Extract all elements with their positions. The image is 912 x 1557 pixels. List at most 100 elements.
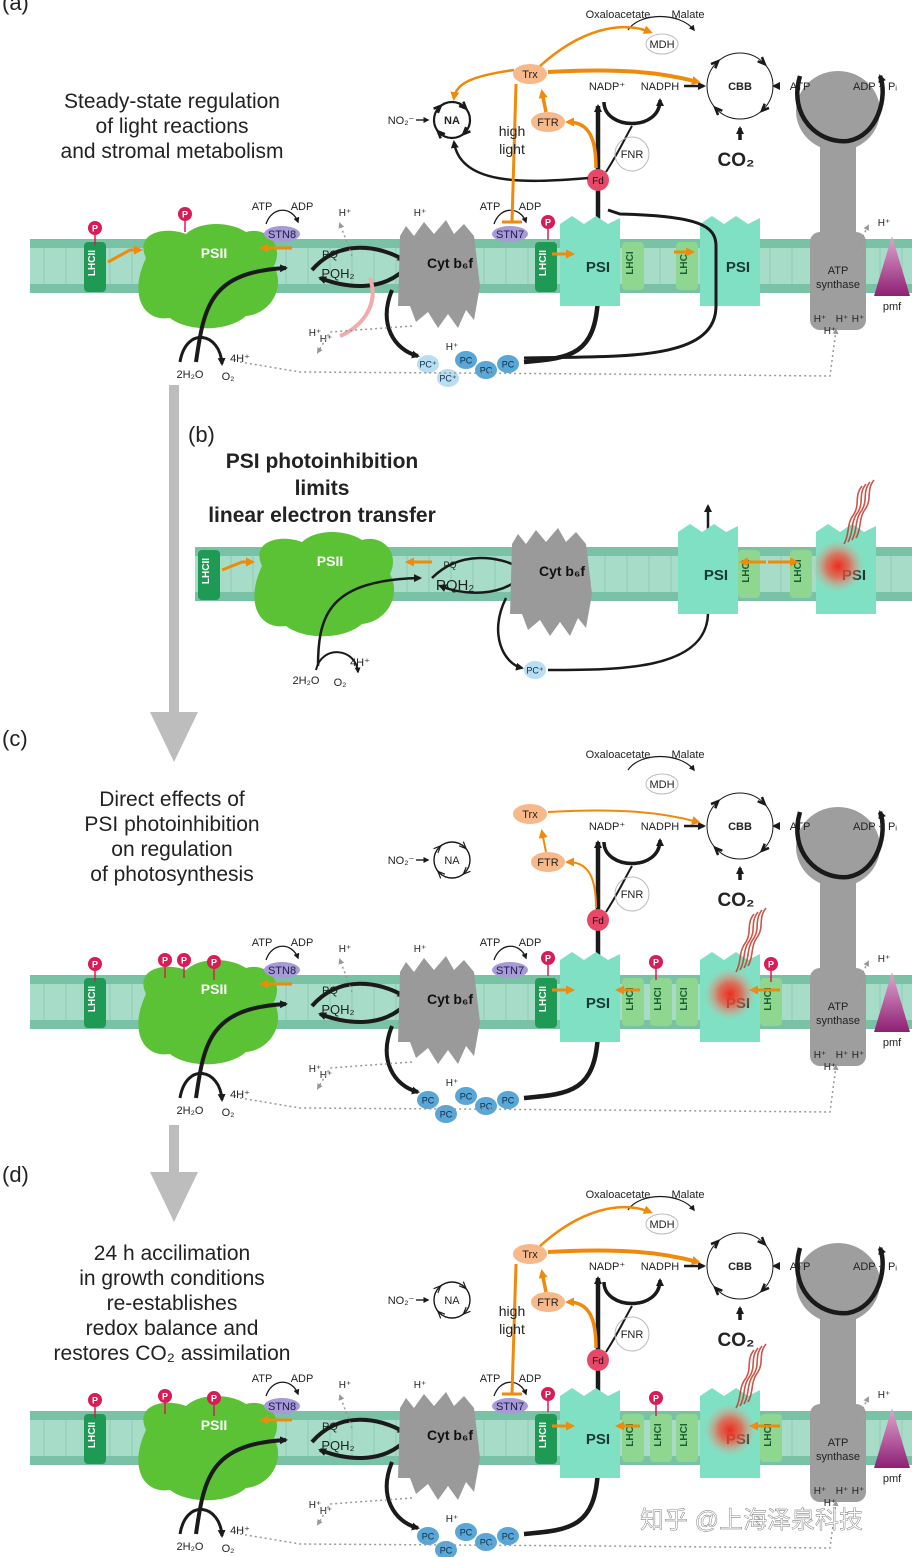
cyt-b6f-complex: [398, 220, 480, 328]
ftr-to-trx-arrow: [538, 89, 548, 113]
fnr-enzyme: [614, 876, 650, 912]
panel-title-line: re-establishes: [107, 1292, 238, 1315]
psii-to-pq-arrow: [194, 1000, 288, 1099]
cyt-b6f-label: Cyt b₆f: [427, 991, 473, 1007]
proton-label: H⁺: [852, 1050, 865, 1061]
atp-synthase-label: ATP: [828, 265, 849, 277]
cbb-cycle-arrowhead: [757, 1236, 767, 1247]
phosphate-marker: [649, 1391, 663, 1405]
pc-label: PC: [502, 360, 515, 370]
phosphate-label: P: [211, 1394, 217, 1404]
mdh-enzyme: [645, 33, 679, 55]
lhcii-complex: [84, 978, 106, 1028]
proton-label: H⁺: [878, 1390, 891, 1401]
phosphate-label: P: [545, 954, 551, 964]
pqh2-label: PQH₂: [321, 1438, 354, 1453]
fd-to-fnr: [605, 865, 633, 913]
proton-pathway: [239, 1500, 839, 1549]
psii-label: PSII: [201, 245, 227, 261]
phosphate-marker: [88, 221, 102, 235]
cyt-b6f-label: Cyt b₆f: [539, 563, 585, 579]
cyt-to-pc-arrow: [384, 1025, 420, 1095]
phosphate-marker: [207, 1391, 221, 1405]
cbb-cycle-arrowhead: [757, 56, 767, 67]
photodamage-spot: [704, 1404, 756, 1456]
psi-label: PSI: [586, 259, 610, 276]
ftr-enzyme: [531, 112, 565, 132]
pc-label: PC: [460, 1092, 473, 1102]
lhci-label: LHCI: [679, 1423, 690, 1447]
ferredoxin: [587, 1349, 609, 1371]
phosphate-label: P: [653, 1394, 659, 1404]
cbb-cycle-arrowhead: [710, 1239, 721, 1249]
panel-title-line: limits: [295, 477, 350, 500]
fnr-enzyme: [614, 136, 650, 172]
na-cycle-arrowhead: [458, 841, 468, 850]
nadp-label: NADP⁺: [589, 1261, 626, 1273]
mdh-arc: [627, 1195, 695, 1212]
kinase-arc: [265, 209, 300, 225]
water-label: 2H₂O: [177, 369, 204, 381]
plastocyanin: [475, 1097, 497, 1115]
panel-label: (d): [2, 1162, 29, 1187]
water-splitting-arrow: [178, 335, 226, 366]
cyclic-electron-path: [523, 208, 718, 360]
cbb-cycle-arrowhead: [713, 105, 723, 116]
light-wave: [739, 911, 759, 971]
mdh-arc: [627, 755, 695, 772]
lhci-label: LHCI: [793, 559, 804, 583]
fd-to-ftr-arrow: [565, 857, 597, 909]
adp-pi-label: ADP + Pᵢ: [853, 81, 897, 93]
atp-label: ATP: [480, 937, 501, 949]
phosphate-label: P: [545, 1390, 551, 1400]
ferredoxin: [587, 909, 609, 931]
lhci-label: LHCI: [625, 251, 636, 275]
high-light-label: high: [499, 1303, 525, 1319]
oxygen-label: O₂: [222, 1107, 235, 1119]
phosphate-marker: [764, 957, 778, 971]
psii-complex: [138, 960, 279, 1065]
na-cycle: [433, 841, 471, 879]
oxaloacetate-label: Oxaloacetate: [586, 9, 651, 21]
oxaloacetate-label: Oxaloacetate: [586, 749, 651, 761]
proton-label: H⁺: [814, 314, 827, 325]
psii-complex: [254, 532, 395, 637]
lhci-complex: [622, 242, 644, 290]
plastocyanin: [475, 361, 497, 379]
plastocyanin-oxidized: [417, 355, 439, 373]
panel-title-line: redox balance and: [86, 1317, 259, 1340]
atp-label: ATP: [790, 1261, 811, 1273]
atp-label: ATP: [480, 1373, 501, 1385]
panel-label: (a): [2, 0, 29, 15]
water-label: 2H₂O: [293, 675, 320, 687]
lhcii-complex: [535, 242, 557, 292]
fnr-enzyme: [614, 1316, 650, 1352]
kinase-label: STN7: [496, 229, 524, 241]
light-wave: [747, 1343, 767, 1403]
proton-label: H⁺: [852, 1486, 865, 1497]
pqh2-label: PQH₂: [321, 266, 354, 281]
atp-label: ATP: [252, 937, 273, 949]
lhci-label: LHCI: [625, 987, 636, 1011]
kinase-arc: [493, 209, 528, 225]
psi-complex: [560, 952, 620, 1042]
trx-label: Trx: [522, 69, 538, 81]
q-cycle-arrow: [310, 981, 406, 1008]
atp-synthase-arrow: [795, 74, 886, 144]
fd-to-ftr-arrow: [565, 1297, 598, 1349]
adp-label: ADP: [519, 201, 542, 213]
na-cycle-arrowhead: [462, 1306, 471, 1316]
trx-label: Trx: [522, 1249, 538, 1261]
psi-label: PSI: [704, 567, 728, 584]
kinase-label: STN7: [496, 965, 524, 977]
na-cycle-arrowhead: [458, 101, 469, 111]
atp-label: ATP: [790, 81, 811, 93]
adp-label: ADP: [291, 201, 314, 213]
phosphate-label: P: [92, 1396, 98, 1406]
co2-label: CO₂: [718, 150, 755, 171]
proton-label: H⁺: [414, 1380, 427, 1391]
adp-pi-label: ADP + Pᵢ: [853, 821, 897, 833]
phosphate-marker: [541, 215, 555, 229]
